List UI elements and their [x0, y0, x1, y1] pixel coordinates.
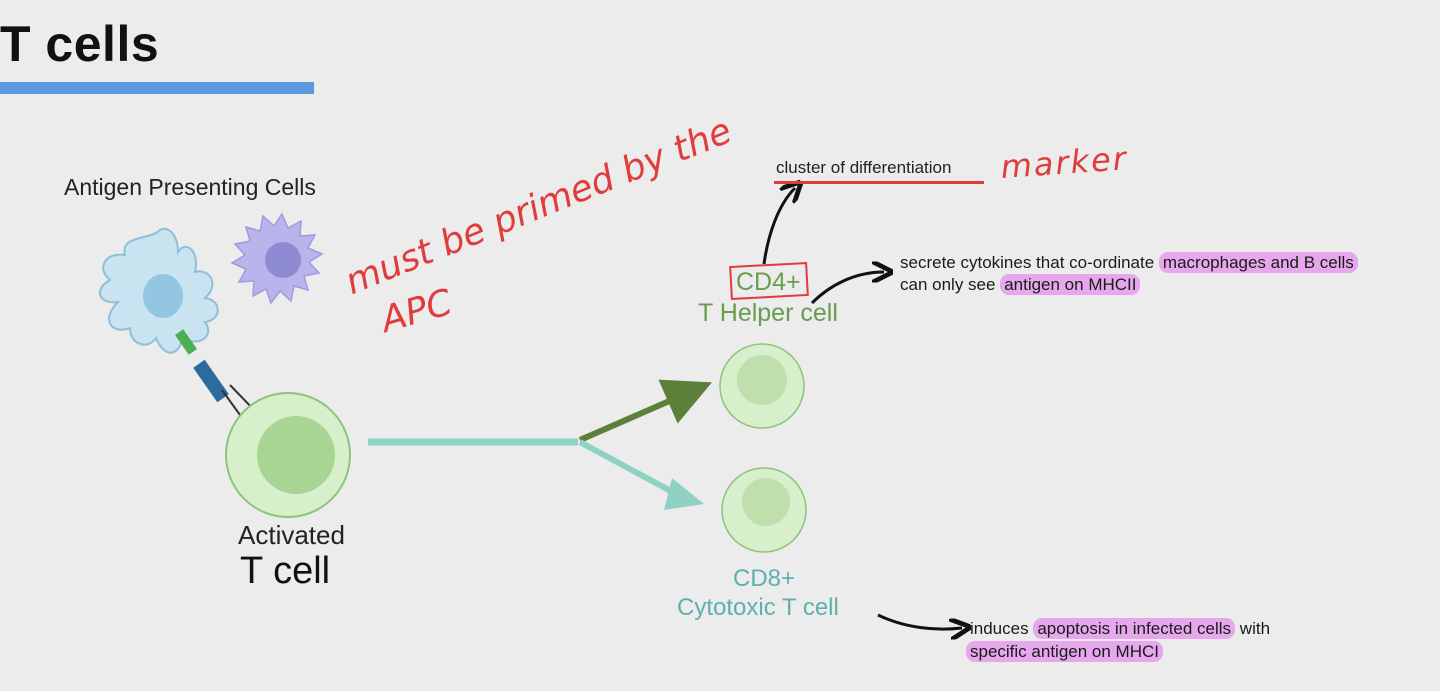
helper-t-cell-icon: [719, 343, 805, 429]
cytotoxic-t-cell-icon: [721, 467, 807, 553]
helper-arrow: [578, 379, 712, 443]
title-underline: [0, 82, 314, 94]
activated-label: Activated: [238, 520, 345, 550]
cytotoxic-note-line2: specific antigen on MHCI: [966, 641, 1163, 662]
highlight-macrophages: macrophages and B cells: [1158, 252, 1358, 273]
dendritic-cell-icon: [98, 227, 219, 354]
cytotoxic-arrow: [578, 439, 682, 499]
activated-t-cell-icon: [225, 392, 351, 518]
cytotoxic-note-line1: induces apoptosis in infected cells with: [970, 618, 1271, 639]
highlight-mhci: specific antigen on MHCI: [966, 641, 1163, 662]
cd4-to-cluster-arrow: [762, 188, 795, 265]
cluster-of-differentiation-label: cluster of differentiation: [776, 158, 952, 177]
highlight-mhcii: antigen on MHCII: [1000, 274, 1141, 295]
tcr-mhc-complex-icon: [175, 329, 257, 416]
helper-cell-label: T Helper cell: [698, 299, 838, 327]
highlight-apoptosis: apoptosis in infected cells: [1033, 618, 1236, 639]
cd8-label: CD8+: [733, 565, 796, 592]
cd4-label: CD4+: [736, 268, 801, 296]
cytotoxic-cell-label: Cytotoxic T cell: [677, 594, 839, 621]
apc-label: Antigen Presenting Cells: [64, 174, 316, 200]
cluster-underline: [774, 181, 984, 184]
t-cell-label: T cell: [240, 550, 331, 592]
macrophage-cell-icon: [230, 212, 324, 305]
page-title: T cells: [0, 16, 160, 72]
helper-note-line2: can only see antigen on MHCII: [900, 274, 1141, 295]
cytotoxic-arrowhead: [664, 478, 704, 510]
helper-to-note-arrow: [810, 272, 884, 305]
helper-note-line1: secrete cytokines that co-ordinate macro…: [900, 252, 1358, 273]
cytotoxic-to-note-arrow: [877, 613, 962, 629]
